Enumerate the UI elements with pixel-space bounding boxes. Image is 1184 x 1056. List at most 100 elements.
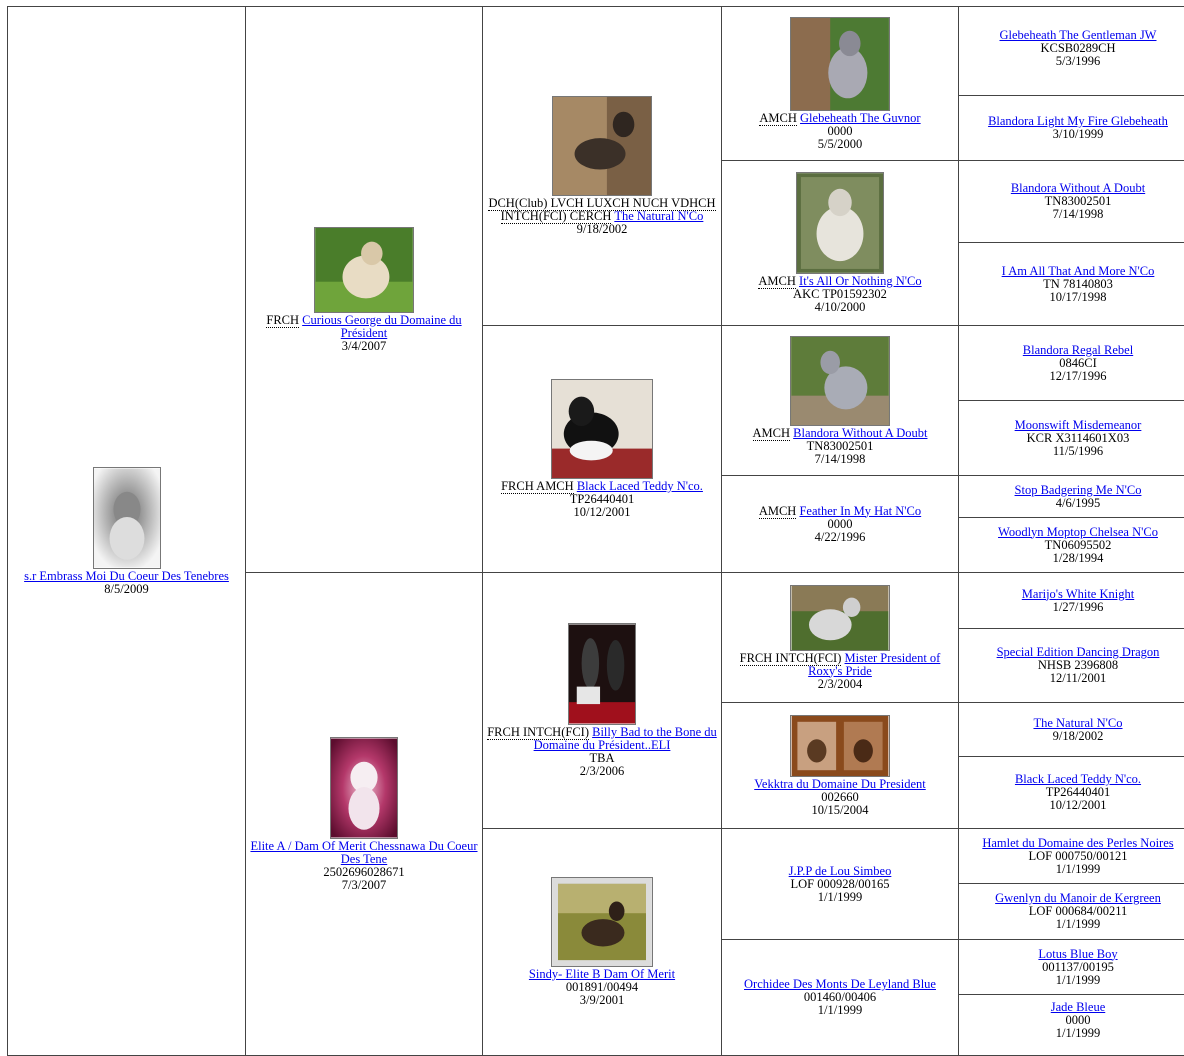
dog-name-link[interactable]: Hamlet du Domaine des Perles Noires [982, 835, 1174, 850]
dog-name-link[interactable]: s.r Embrass Moi Du Coeur Des Tenebres [24, 568, 229, 583]
title: DCH(Club) LVCH LUXCH NUCH VDHCH INTCH(FC… [488, 196, 716, 224]
dog-name-link[interactable]: Black Laced Teddy N'co. [576, 479, 703, 493]
dog-photo[interactable] [92, 466, 161, 569]
dog-photo[interactable] [796, 172, 884, 274]
dog-name-link[interactable]: The Natural N'Co [1033, 715, 1123, 730]
dob: 1/1/1999 [1055, 1026, 1101, 1040]
registration: 0000 [827, 516, 853, 531]
registration: 2502696028671 [323, 864, 405, 879]
dob: 1/1/1999 [817, 889, 863, 904]
dog-name-link[interactable]: Moonswift Misdemeanor [1014, 417, 1142, 432]
dob: 1/1/1999 [817, 1003, 863, 1017]
dob: 2/3/2004 [817, 676, 863, 691]
pedigree-cell-g5-5: Blandora Regal Rebel 0846CI 12/17/1996 [958, 325, 1184, 401]
dog-name-link[interactable]: Lotus Blue Boy [1038, 946, 1118, 961]
title: FRCH INTCH(FCI) [739, 650, 842, 666]
dob: 12/11/2001 [1049, 671, 1107, 685]
pedigree-cell-g5-15: Lotus Blue Boy 001137/00195 1/1/1999 [958, 939, 1184, 995]
dob: 8/5/2009 [104, 581, 149, 596]
dog-photo[interactable] [790, 714, 890, 777]
pedigree-cell-ddd: Orchidee Des Monts De Leyland Blue 00146… [721, 939, 959, 1056]
dog-name-link[interactable]: Stop Badgering Me N'Co [1014, 482, 1142, 497]
dob: 10/15/2004 [811, 802, 869, 817]
dog-name-link[interactable]: Orchidee Des Monts De Leyland Blue [744, 977, 936, 991]
dog-photo[interactable] [552, 96, 652, 196]
dob: 4/6/1995 [1055, 495, 1101, 510]
dog-name-link[interactable]: It's All Or Nothing N'Co [799, 274, 922, 288]
dog-photo[interactable] [790, 16, 890, 111]
dog-photo[interactable] [790, 335, 890, 426]
dog-name-link[interactable]: Feather In My Hat N'Co [799, 503, 922, 518]
dob: 3/10/1999 [1052, 127, 1104, 141]
pedigree-cell-dsd: Vekktra du Domaine Du President 002660 1… [721, 702, 959, 829]
dob: 3/4/2007 [341, 338, 387, 353]
registration: TP26440401 [1045, 785, 1111, 799]
dog-name-link[interactable]: Gwenlyn du Manoir de Kergreen [995, 891, 1161, 905]
dog-name-link[interactable]: Sindy- Elite B Dam Of Merit [528, 967, 676, 981]
dog-name-link[interactable]: Curious George du Domaine du Président [302, 312, 462, 340]
dog-name-link[interactable]: Vekktra du Domaine Du President [754, 776, 926, 791]
registration: LOF 000750/00121 [1028, 848, 1128, 863]
registration: TN83002501 [806, 438, 874, 453]
pedigree-cell-subject: s.r Embrass Moi Du Coeur Des Tenebres 8/… [7, 6, 246, 1056]
dog-name-link[interactable]: Mister President of Roxy's Pride [808, 650, 941, 678]
dog-name-link[interactable]: Billy Bad to the Bone du Domaine du Prés… [533, 725, 717, 752]
pedigree-cell-sire-sire: DCH(Club) LVCH LUXCH NUCH VDHCH INTCH(FC… [482, 6, 722, 326]
pedigree-cell-g5-12: Black Laced Teddy N'co. TP26440401 10/12… [958, 756, 1184, 829]
dog-entry: FRCH INTCH(FCI) Mister President of Roxy… [726, 650, 954, 678]
pedigree-cell-dam-sire: FRCH INTCH(FCI) Billy Bad to the Bone du… [482, 572, 722, 829]
registration: AKC TP01592302 [793, 287, 887, 301]
dog-name-link[interactable]: Glebeheath The Guvnor [800, 110, 921, 125]
dob: 10/12/2001 [1049, 798, 1107, 812]
pedigree-cell-sdd: AMCH Feather In My Hat N'Co 0000 4/22/19… [721, 475, 959, 573]
pedigree-cell-g5-2: Blandora Light My Fire Glebeheath 3/10/1… [958, 95, 1184, 161]
registration: 0000 [827, 123, 853, 138]
dob: 4/10/2000 [814, 300, 866, 314]
dog-name-link[interactable]: The Natural N'Co [614, 209, 704, 223]
pedigree-cell-g5-6: Moonswift Misdemeanor KCR X3114601X03 11… [958, 400, 1184, 476]
dog-photo[interactable] [790, 584, 890, 651]
registration: 0000 [1065, 1013, 1091, 1027]
dog-entry: AMCH Glebeheath The Guvnor [759, 110, 921, 126]
pedigree-cell-g5-4: I Am All That And More N'Co TN 78140803 … [958, 242, 1184, 326]
dob: 1/27/1996 [1052, 599, 1104, 614]
dog-name-link[interactable]: Special Edition Dancing Dragon [996, 645, 1160, 659]
dog-name-link[interactable]: I Am All That And More N'Co [1001, 263, 1155, 278]
dog-photo[interactable] [314, 226, 414, 313]
pedigree-cell-g5-16: Jade Bleue 0000 1/1/1999 [958, 994, 1184, 1056]
registration: TN83002501 [1044, 194, 1112, 208]
dog-name-link[interactable]: Blandora Light My Fire Glebeheath [988, 114, 1168, 128]
dog-name-link[interactable]: Blandora Without A Doubt [793, 425, 928, 440]
pedigree-cell-g5-14: Gwenlyn du Manoir de Kergreen LOF 000684… [958, 883, 1184, 940]
dog-entry: DCH(Club) LVCH LUXCH NUCH VDHCH INTCH(FC… [487, 196, 717, 224]
dog-name-link[interactable]: Blandora Regal Rebel [1022, 342, 1134, 357]
pedigree-cell-g5-10: Special Edition Dancing Dragon NHSB 2396… [958, 628, 1184, 703]
pedigree-cell-sire-dam: FRCH AMCH Black Laced Teddy N'co. TP2644… [482, 325, 722, 573]
registration: TBA [589, 751, 615, 765]
dog-name-link[interactable]: Blandora Without A Doubt [1010, 181, 1146, 195]
dob: 7/14/1998 [1052, 207, 1104, 221]
dog-name-link[interactable]: J.P.P de Lou Simbeo [788, 863, 892, 878]
dog-photo[interactable] [330, 736, 398, 839]
registration: NHSB 2396808 [1037, 658, 1119, 672]
dog-name-link[interactable]: Glebeheath The Gentleman JW [999, 28, 1157, 42]
dog-name-link[interactable]: Jade Bleue [1050, 1000, 1106, 1014]
title: FRCH [266, 312, 300, 328]
dog-name-link[interactable]: Elite A / Dam Of Merit Chessnawa Du Coeu… [250, 838, 478, 866]
title: FRCH INTCH(FCI) [487, 725, 589, 740]
dog-name-link[interactable]: Marijo's White Knight [1021, 586, 1135, 601]
dog-name-link[interactable]: Woodlyn Moptop Chelsea N'Co [998, 524, 1158, 539]
dog-photo[interactable] [551, 877, 653, 967]
registration: KCR X3114601X03 [1026, 430, 1130, 445]
title: FRCH AMCH [501, 479, 574, 494]
title: AMCH [758, 274, 796, 289]
dob: 11/5/1996 [1052, 443, 1104, 458]
dog-photo[interactable] [568, 623, 636, 725]
dob: 5/3/1996 [1055, 54, 1101, 68]
dog-name-link[interactable]: Black Laced Teddy N'co. [1014, 772, 1142, 786]
dog-photo[interactable] [551, 379, 653, 479]
pedigree-cell-g5-7: Stop Badgering Me N'Co 4/6/1995 [958, 475, 1184, 518]
pedigree-cell-dam: Elite A / Dam Of Merit Chessnawa Du Coeu… [245, 572, 483, 1056]
dob: 7/14/1998 [814, 451, 866, 466]
